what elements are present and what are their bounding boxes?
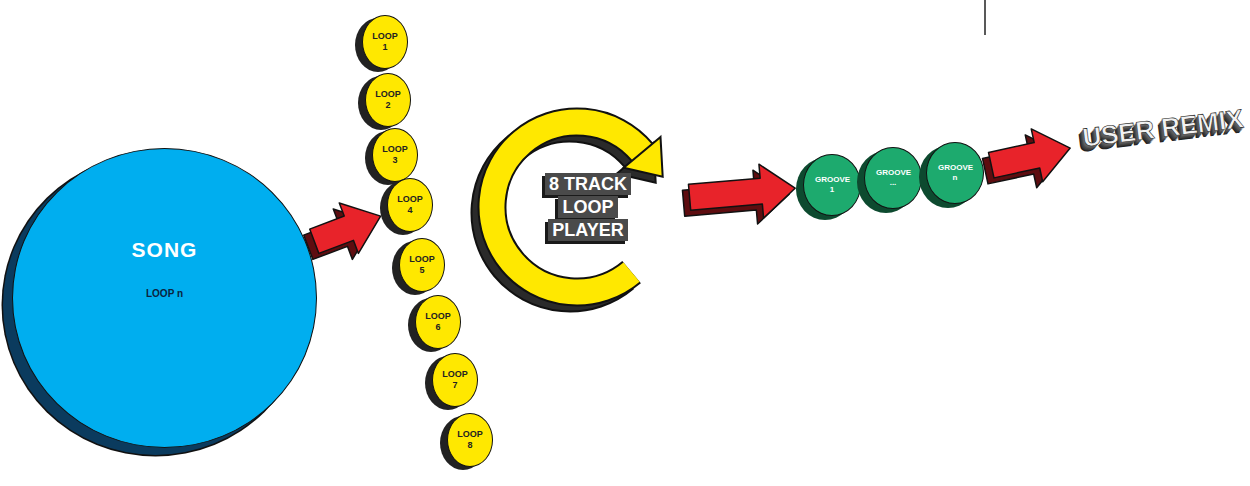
- song-label: SONG: [132, 238, 198, 262]
- flow-arrow: [681, 161, 797, 230]
- loop-label: LOOP 5: [408, 254, 436, 276]
- loop-label: LOOP 7: [441, 369, 469, 391]
- groove-disc: GROOVE 1: [803, 154, 861, 216]
- loop-player: 8 TRACK LOOP PLAYER: [472, 102, 682, 312]
- groove-disc: GROOVE ...: [864, 147, 922, 209]
- groove-label: GROOVE ...: [876, 168, 910, 188]
- remix-label-node: USER REMIX: [1078, 100, 1248, 156]
- groove-disc: GROOVE n: [926, 142, 984, 204]
- loop-disc: LOOP 7: [432, 353, 478, 407]
- loop-disc: LOOP 8: [447, 413, 493, 467]
- song-sublabel: LOOP n: [145, 288, 185, 299]
- loop-disc: LOOP 3: [372, 128, 418, 182]
- loop-disc: LOOP 4: [387, 178, 433, 232]
- loop-disc: LOOP 5: [399, 238, 445, 292]
- loop-label: LOOP 2: [374, 89, 402, 111]
- song-disc: SONG LOOP n: [12, 148, 317, 448]
- loop-label: LOOP 3: [381, 144, 409, 166]
- flow-arrow: [299, 191, 390, 273]
- loop-disc: LOOP 1: [362, 15, 408, 69]
- loop-disc: LOOP 2: [365, 73, 411, 127]
- player-label-block: 8 TRACK LOOP PLAYER: [542, 173, 634, 242]
- loop-disc: LOOP 6: [415, 295, 461, 349]
- groove-label: GROOVE 1: [815, 175, 849, 195]
- margin-rule: [984, 0, 986, 35]
- groove-label: GROOVE n: [938, 163, 972, 183]
- player-label: 8 TRACK LOOP PLAYER: [545, 173, 631, 241]
- loop-label: LOOP 1: [371, 31, 399, 53]
- flow-arrow: [980, 122, 1076, 198]
- loop-label: LOOP 4: [396, 194, 424, 216]
- loop-label: LOOP 6: [424, 311, 452, 333]
- loop-label: LOOP 8: [456, 429, 484, 451]
- remix-label: USER REMIX: [1081, 103, 1245, 153]
